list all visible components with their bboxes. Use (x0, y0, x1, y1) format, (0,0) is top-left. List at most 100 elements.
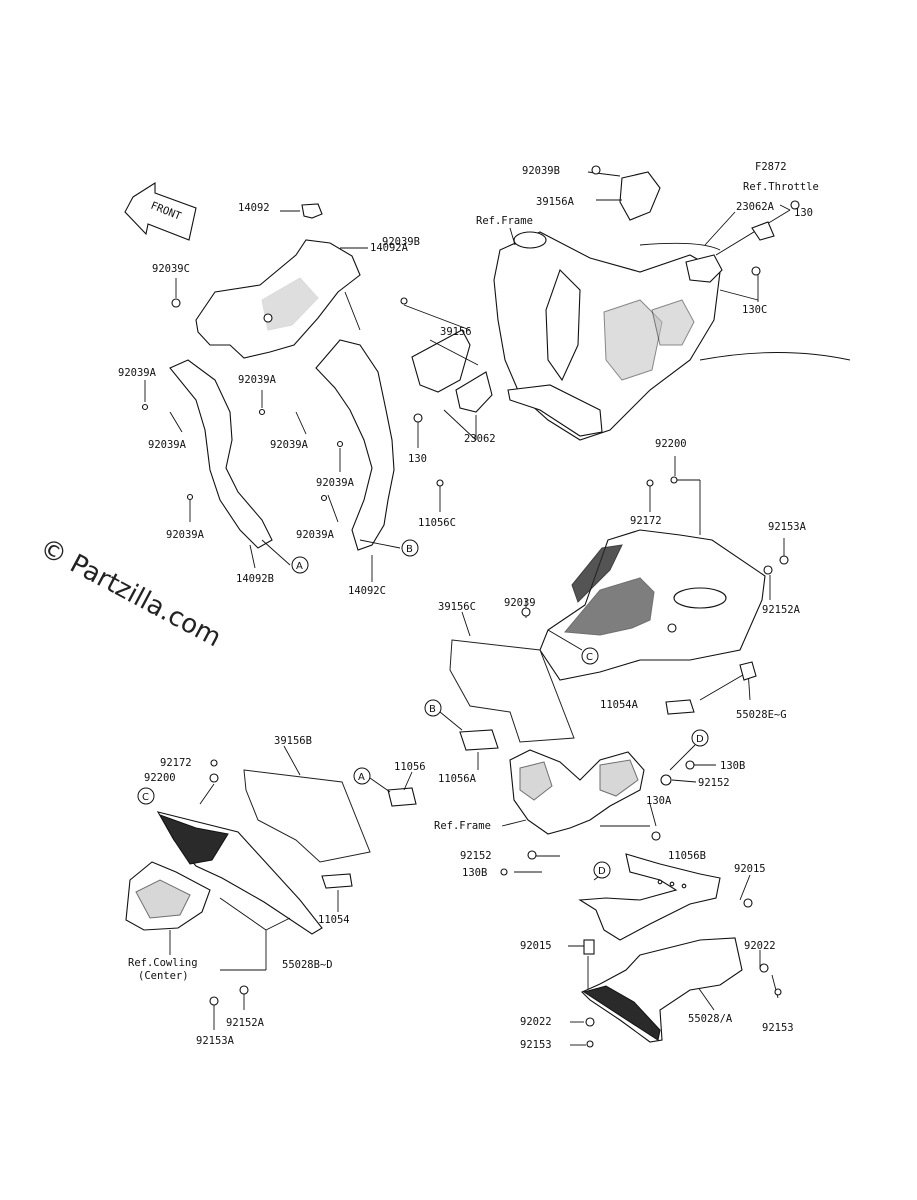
label-11054A: 11054A (600, 699, 639, 711)
part-39156A-bracket[interactable] (619, 171, 661, 221)
label-ref-frame-2: Ref.Frame (434, 820, 491, 832)
label-92152A-2: 92152A (226, 1017, 265, 1029)
label-92039B-1: 92039B (382, 236, 420, 248)
leader-lines-top-left (144, 210, 441, 582)
label-14092B: 14092B (236, 573, 274, 585)
label-130A: 130A (646, 795, 672, 807)
bolt-icons-top-left (141, 298, 444, 502)
svg-text:C: C (142, 792, 149, 803)
label-55028B-D: 55028B~D (282, 959, 333, 971)
ref-cowling-center (125, 861, 211, 931)
label-92153-1: 92153 (762, 1022, 794, 1034)
leader-lines-top-middle (403, 304, 479, 448)
part-14092A-left-inner-cover[interactable] (169, 239, 361, 549)
front-direction-arrow: FRONT (124, 181, 197, 241)
label-92152-2: 92152 (460, 850, 492, 862)
part-92200-92172-top (646, 456, 701, 535)
label-39156C: 39156C (438, 601, 476, 613)
part-39156-bracket[interactable] (411, 329, 493, 413)
callout-B-top: B (401, 539, 419, 557)
callout-D-top: D (691, 729, 709, 747)
callout-A-bottom: A (353, 767, 371, 785)
part-lower-left-fairing[interactable] (156, 811, 323, 935)
ref-frame-assembly (493, 231, 851, 441)
part-11056A-clip[interactable] (459, 729, 499, 751)
label-11056: 11056 (394, 761, 426, 773)
label-92022-1: 92022 (744, 940, 776, 952)
label-55028A: 55028/A (688, 1013, 733, 1025)
label-92152-1: 92152 (698, 777, 730, 789)
part-lower-right-fairing[interactable] (581, 937, 743, 1043)
label-92039A-7: 92039A (296, 529, 335, 541)
watermark: © Partzilla.com (35, 533, 226, 654)
label-92039A-6: 92039A (166, 529, 205, 541)
label-92039: 92039 (504, 597, 536, 609)
label-92200-1: 92200 (655, 438, 687, 450)
part-11054-clip[interactable] (321, 873, 353, 889)
callout-B-mid: B (424, 699, 442, 717)
label-14092: 14092 (238, 202, 270, 214)
label-ref-cowling-center: (Center) (138, 970, 189, 982)
callout-D-bottom: D (593, 861, 611, 879)
label-55028E-G: 55028E~G (736, 709, 787, 721)
svg-text:B: B (406, 544, 413, 555)
label-130B-2: 130B (462, 867, 487, 879)
label-23062: 23062 (464, 433, 496, 445)
label-92039A-4: 92039A (270, 439, 309, 451)
label-92039A-3: 92039A (238, 374, 277, 386)
part-11056B-bracket[interactable] (578, 853, 721, 941)
label-130-1: 130 (408, 453, 427, 465)
label-92153A-2: 92153A (196, 1035, 235, 1047)
label-92172-2: 92172 (160, 757, 192, 769)
part-upper-fairing-panel[interactable] (539, 529, 773, 681)
callout-C-bottom: C (137, 787, 155, 805)
part-11056-clip[interactable] (387, 787, 417, 807)
svg-text:D: D (598, 866, 606, 877)
figure-code: F2872 (755, 161, 787, 173)
label-39156: 39156 (440, 326, 472, 338)
part-92172-92200-bottom (199, 759, 219, 805)
label-92039A-1: 92039A (118, 367, 157, 379)
part-14092C-right-inner-cover[interactable] (315, 339, 395, 551)
label-23062A: 23062A (736, 201, 775, 213)
label-39156A: 39156A (536, 196, 575, 208)
label-ref-frame-1: Ref.Frame (476, 215, 533, 227)
part-23062A-bracket[interactable] (685, 254, 723, 283)
leader-lines-bottom-left (213, 897, 291, 1030)
label-92153-2: 92153 (520, 1039, 552, 1051)
label-92039C: 92039C (152, 263, 190, 275)
part-39156C-pad[interactable] (449, 639, 575, 743)
label-130B-1: 130B (720, 760, 745, 772)
label-92172-1: 92172 (630, 515, 662, 527)
label-11054: 11054 (318, 914, 350, 926)
label-130-2: 130 (794, 207, 813, 219)
label-92022-2: 92022 (520, 1016, 552, 1028)
label-14092C: 14092C (348, 585, 386, 597)
label-92015-2: 92015 (520, 940, 552, 952)
ref-frame-lower (509, 749, 645, 835)
part-39156B-pad[interactable] (243, 769, 371, 863)
svg-text:A: A (296, 561, 303, 572)
label-92039A-5: 92039A (316, 477, 355, 489)
label-14092A: 14092A (370, 242, 409, 254)
label-39156B: 39156B (274, 735, 312, 747)
label-11056B: 11056B (668, 850, 706, 862)
label-11056C: 11056C (418, 517, 456, 529)
callout-C-mid: C (581, 647, 599, 665)
label-92200-2: 92200 (144, 772, 176, 784)
svg-text:C: C (586, 652, 593, 663)
label-ref-cowling: Ref.Cowling (128, 957, 198, 969)
label-11056A: 11056A (438, 773, 477, 785)
svg-text:D: D (696, 734, 704, 745)
label-ref-throttle: Ref.Throttle (743, 181, 819, 193)
part-14092-clip[interactable] (301, 203, 323, 219)
label-92039B-2: 92039B (522, 165, 560, 177)
label-92015-1: 92015 (734, 863, 766, 875)
label-92153A-1: 92153A (768, 521, 807, 533)
label-130C: 130C (742, 304, 767, 316)
svg-text:B: B (429, 704, 436, 715)
callout-A-top: A (291, 556, 309, 574)
label-92039A-2: 92039A (148, 439, 187, 451)
svg-text:A: A (358, 772, 365, 783)
